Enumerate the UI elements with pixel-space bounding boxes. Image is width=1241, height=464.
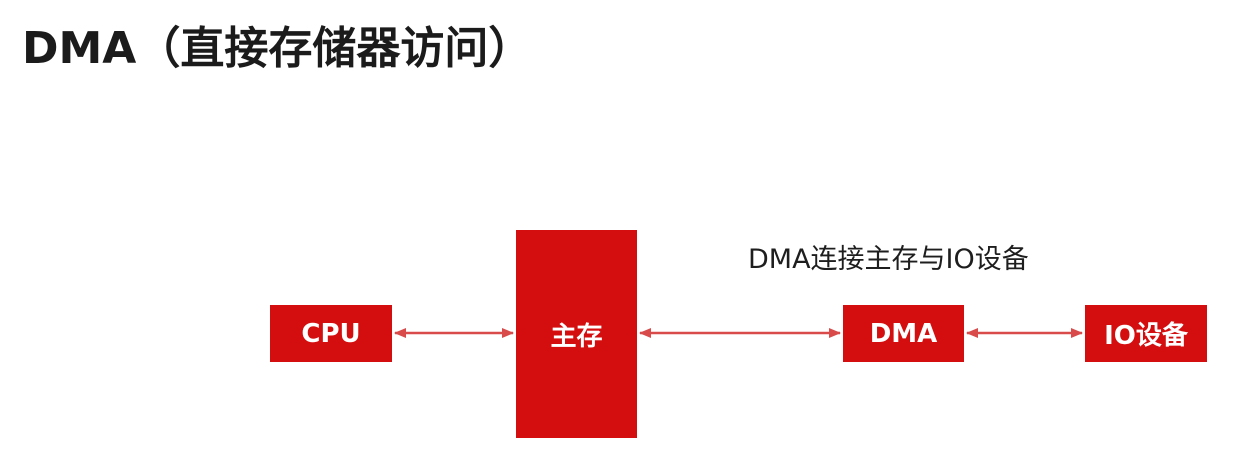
cpu-block: CPU [270,305,392,362]
page-title: DMA（直接存储器访问） [22,23,533,74]
diagram-caption: DMA连接主存与IO设备 [748,244,1029,275]
dma-label: DMA [869,318,938,349]
io-device-label: IO设备 [1104,321,1188,351]
main-memory-label: 主存 [550,321,603,352]
main-memory-block: 主存 [516,230,637,438]
cpu-label: CPU [301,318,361,349]
io-device-block: IO设备 [1085,305,1207,362]
dma-block: DMA [843,305,964,362]
